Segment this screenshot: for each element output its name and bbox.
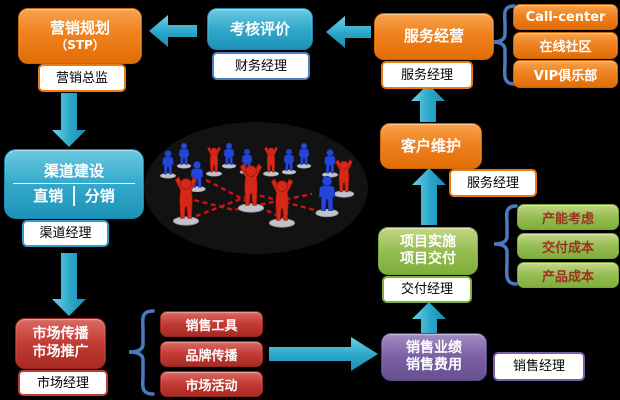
arrow-assessment-to-planning [149,15,197,47]
role-label-market-manager: 市场经理 [18,370,108,396]
project-item-product-cost: 产品成本 [517,262,619,288]
node-subtitle: （STP） [55,37,105,52]
node-customer-maintenance: 客户维护 [380,123,482,169]
node-title: 销售业绩 [406,339,462,356]
node-title: 客户维护 [400,136,461,155]
arrow-customer-to-service [411,84,445,122]
role-label-delivery-manager: 交付经理 [382,276,472,303]
node-title: 渠道建设 [43,161,104,180]
role-label-sales-manager: 销售经理 [493,352,585,381]
service-item-vip-club: VIP俱乐部 [513,60,618,88]
role-label-marketing-director: 营销总监 [38,64,126,92]
arrow-service-to-assessment [326,16,371,48]
channel-direct-sales: 直销 [33,187,64,205]
project-item-capacity: 产能考虑 [517,204,619,230]
service-item-online-community: 在线社区 [513,32,618,59]
arrow-sales-to-project [412,302,446,333]
arrow-project-to-customer [412,168,446,225]
role-label-channel-manager: 渠道经理 [22,220,109,247]
channel-vertical-divider [73,186,75,207]
node-title-2: 销售费用 [406,357,462,373]
arrow-planning-to-channel [52,93,86,147]
node-sales-performance: 销售业绩 销售费用 [381,333,487,381]
node-title: 项目实施 [400,233,456,250]
role-label-service-manager-top: 服务经理 [381,61,473,89]
role-label-finance-manager: 财务经理 [212,52,310,80]
project-item-delivery-cost: 交付成本 [517,233,619,259]
node-market-promotion: 市场传播 市场推广 [15,318,106,369]
brace-project-items [493,204,518,286]
arrow-channel-to-market [52,253,86,316]
people-network-image [144,122,368,254]
node-service-operation: 服务经营 [374,13,494,60]
channel-distribution: 分销 [84,187,115,205]
arrow-marketitems-to-sales [269,337,378,371]
service-item-call-center: Call-center [513,4,618,30]
channel-divider [13,183,135,185]
brace-market-items [128,309,155,396]
flow-arrows [52,15,446,371]
node-assessment: 考核评价 [207,8,313,50]
role-label-service-manager-mid: 服务经理 [449,169,537,197]
market-item-sales-tools: 销售工具 [160,311,263,337]
node-title-2: 市场推广 [32,343,89,360]
market-item-market-activities: 市场活动 [160,371,263,397]
node-title: 考核评价 [229,19,290,38]
market-item-brand-communication: 品牌传播 [160,341,263,367]
node-title: 服务经营 [403,27,464,46]
node-title: 营销规划 [49,19,110,38]
brace-service-items [491,4,516,86]
node-marketing-planning: 营销规划 （STP） [18,8,142,64]
node-channel-building: 渠道建设 直销 分销 [4,149,144,219]
node-project-delivery: 项目实施 项目交付 [378,227,478,275]
node-title: 市场传播 [32,326,89,342]
channel-sub-row: 直销 分销 [33,186,115,207]
node-title-2: 项目交付 [400,251,456,267]
